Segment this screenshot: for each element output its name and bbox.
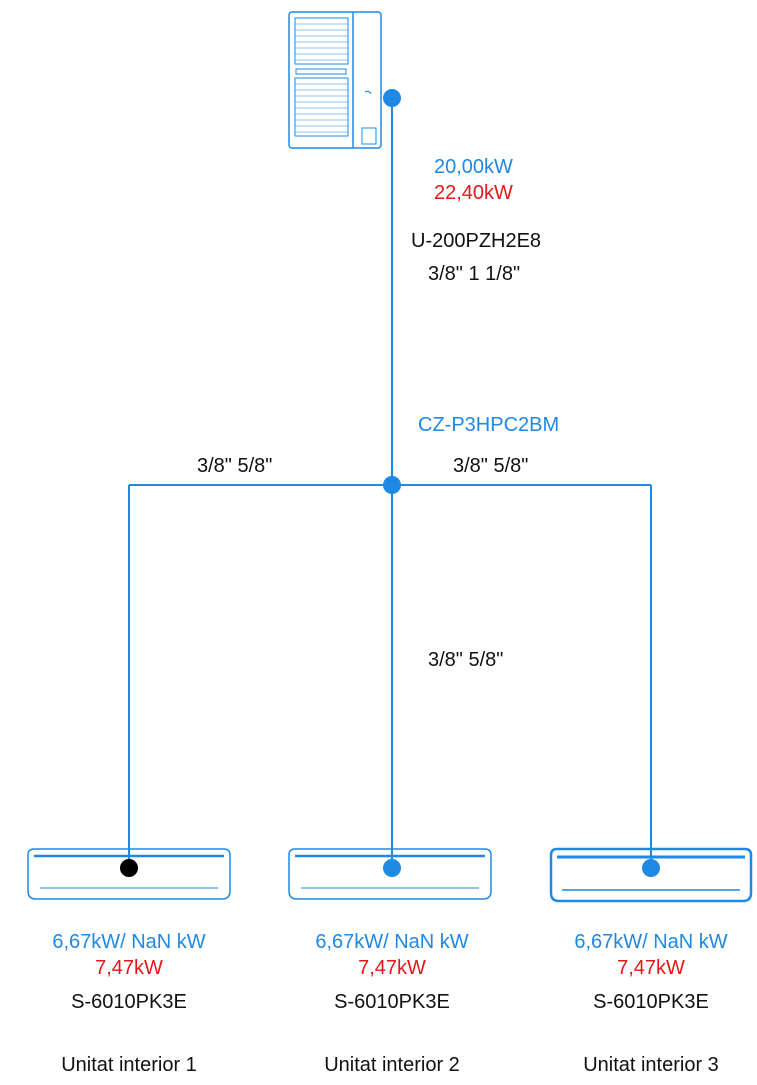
indoor-unit-3[interactable]	[549, 847, 753, 903]
indoor-2-capacity: 6,67kW/ NaN kW	[315, 931, 469, 953]
indoor-3-label: Unitat interior 3	[583, 1054, 719, 1076]
indoor-2-label: Unitat interior 2	[324, 1054, 460, 1076]
indoor-3-heat: 7,47kW	[617, 957, 685, 979]
indoor-3-model: S-6010PK3E	[593, 991, 709, 1013]
indoor-1-heat: 7,47kW	[95, 957, 163, 979]
indoor-node-1[interactable]	[120, 859, 138, 877]
indoor-node-2[interactable]	[383, 859, 401, 877]
indoor-1-label: Unitat interior 1	[61, 1054, 197, 1076]
indoor-1-model: S-6010PK3E	[71, 991, 187, 1013]
branch-pipe-left-size: 3/8" 5/8"	[197, 455, 273, 477]
indoor-unit-1[interactable]	[27, 848, 231, 900]
indoor-2-heat: 7,47kW	[358, 957, 426, 979]
outdoor-unit[interactable]	[288, 11, 382, 149]
indoor-2-model: S-6010PK3E	[334, 991, 450, 1013]
indoor-3-capacity: 6,67kW/ NaN kW	[574, 931, 728, 953]
branch-pipe-center-size: 3/8" 5/8"	[428, 649, 504, 671]
indoor-node-3[interactable]	[642, 859, 660, 877]
outdoor-model: U-200PZH2E8	[411, 230, 542, 252]
branch-model: CZ-P3HPC2BM	[418, 414, 560, 436]
indoor-unit-2[interactable]	[288, 848, 492, 900]
outdoor-connection-node[interactable]	[383, 89, 401, 107]
branch-pipe-right-size: 3/8" 5/8"	[453, 455, 529, 477]
indoor-1-capacity: 6,67kW/ NaN kW	[52, 931, 206, 953]
main-pipe-size: 3/8" 1 1/8"	[428, 263, 521, 285]
outdoor-heating-capacity: 22,40kW	[434, 182, 513, 204]
outdoor-cooling-capacity: 20,00kW	[434, 156, 513, 178]
branch-node[interactable]	[383, 476, 401, 494]
